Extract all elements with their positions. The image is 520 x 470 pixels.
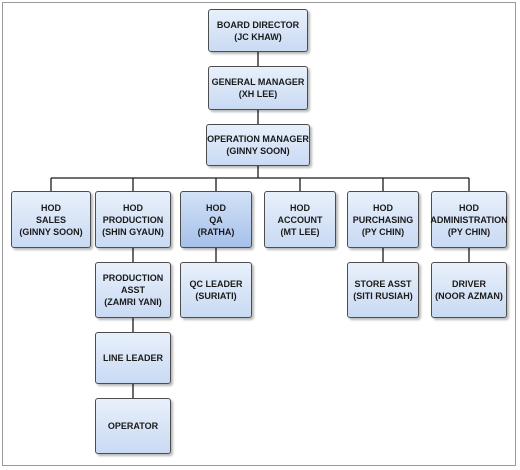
node-production-asst-line1: PRODUCTION — [102, 273, 164, 283]
node-operation-manager: OPERATION MANAGER (GINNY SOON) — [206, 124, 310, 166]
node-hod-purchasing: HOD PURCHASING (PY CHIN) — [347, 191, 419, 248]
node-operation-manager-name: (GINNY SOON) — [226, 146, 290, 156]
node-hod-production: HOD PRODUCTION (SHIN GYAUN) — [95, 191, 171, 248]
node-hod-account-line3: (MT LEE) — [280, 226, 320, 237]
node-hod-account-line1: HOD — [290, 202, 310, 213]
node-board-director-title: BOARD DIRECTOR — [216, 19, 300, 30]
node-general-manager-title: GENERAL MANAGER — [211, 77, 305, 87]
node-hod-account-line2: ACCOUNT — [277, 214, 323, 225]
node-line-leader: LINE LEADER — [95, 332, 171, 384]
node-production-asst: PRODUCTION ASST (ZAMRI YANI) — [95, 262, 171, 318]
node-driver-name: (NOOR AZMAN) — [435, 291, 503, 301]
node-driver: DRIVER (NOOR AZMAN) — [431, 262, 507, 318]
node-general-manager-name: (XH LEE) — [238, 89, 278, 99]
node-line-leader-title: LINE LEADER — [102, 353, 163, 363]
node-hod-sales-line1: HOD — [41, 202, 61, 213]
node-hod-qa: HOD QA (RATHA) — [180, 191, 252, 248]
node-hod-purchasing-line1: HOD — [373, 202, 393, 213]
node-qc-leader-name: (SURIATI) — [195, 291, 237, 301]
node-hod-production-line1: HOD — [123, 202, 143, 213]
node-production-asst-line2: ASST — [120, 285, 145, 295]
node-hod-account: HOD ACCOUNT (MT LEE) — [264, 191, 336, 248]
node-operator-title: OPERATOR — [107, 421, 159, 431]
node-hod-sales-line3: (GINNY SOON) — [19, 226, 83, 237]
node-qc-leader: QC LEADER (SURIATI) — [180, 262, 252, 318]
node-hod-sales-line2: SALES — [35, 214, 66, 225]
node-hod-purchasing-line2: PURCHASING — [352, 214, 414, 225]
node-hod-production-line2: PRODUCTION — [102, 214, 164, 225]
node-store-asst-title: STORE ASST — [354, 279, 412, 289]
node-hod-production-line3: (SHIN GYAUN) — [102, 226, 164, 237]
chart-frame — [2, 2, 516, 466]
node-hod-qa-line3: (RATHA) — [197, 226, 235, 237]
node-hod-qa-line2: QA — [209, 214, 223, 225]
node-hod-qa-line1: HOD — [206, 202, 226, 213]
node-production-asst-line3: (ZAMRI YANI) — [104, 297, 162, 307]
node-hod-purchasing-line3: (PY CHIN) — [361, 226, 405, 237]
node-operation-manager-title: OPERATION MANAGER — [207, 134, 309, 144]
node-store-asst-name: (SITI RUSIAH) — [353, 291, 413, 301]
node-board-director-name: (JC KHAW) — [234, 31, 282, 42]
node-operator: OPERATOR — [95, 398, 171, 454]
node-store-asst: STORE ASST (SITI RUSIAH) — [347, 262, 419, 318]
node-general-manager: GENERAL MANAGER (XH LEE) — [208, 66, 308, 110]
node-driver-title: DRIVER — [451, 279, 486, 289]
node-hod-administration-line1: HOD — [459, 202, 479, 213]
node-hod-administration-line3: (PY CHIN) — [447, 226, 491, 237]
node-hod-administration: HOD ADMINISTRATION (PY CHIN) — [430, 191, 508, 248]
node-hod-sales: HOD SALES (GINNY SOON) — [11, 191, 91, 248]
node-board-director: BOARD DIRECTOR (JC KHAW) — [208, 9, 308, 52]
node-qc-leader-title: QC LEADER — [189, 279, 243, 289]
node-hod-administration-line2: ADMINISTRATION — [430, 214, 508, 225]
